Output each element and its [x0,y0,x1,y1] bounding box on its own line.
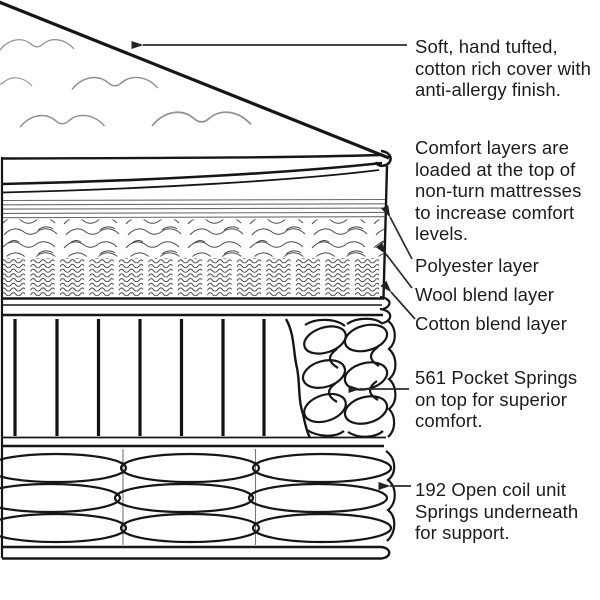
comfort-layers [2,165,392,325]
cover-band-bottom-line [1,161,383,186]
mattress-top-cover [0,0,392,194]
leader-arrow-polyester [381,204,413,260]
label-line: to increase comfort [415,201,575,223]
label-cotton: Cotton blend layer [415,313,567,335]
piping-bump-2 [379,307,392,325]
cover-band-second-line [1,169,380,194]
leader-lines [131,41,416,490]
label-cover: Soft, hand tufted, cotton rich cover wit… [415,36,591,101]
bottom-border-band [2,545,391,560]
tuft-icon [19,114,106,128]
label-line: for support. [415,522,510,543]
tuft-icon [71,76,159,90]
label-line: Polyester layer [415,255,539,276]
comfort-right-edge [382,165,389,299]
tuft-icon [151,111,252,127]
label-line: cotton rich cover with [415,57,591,79]
label-comfort-layers: Comfort layers are loaded at the top of … [415,137,581,245]
label-line: comfort. [415,410,483,431]
label-wool: Wool blend layer [415,284,554,306]
label-line: Comfort layers are [415,137,569,158]
cover-band-top-line [1,153,381,160]
pocket-coils-cutaway [301,317,389,438]
label-line: loaded at the top of [415,158,576,180]
tuft-icon [0,39,75,51]
polyester-layer-lines [2,198,386,219]
label-line: Cotton blend layer [415,313,567,334]
open-coil-layer [0,449,396,560]
leader-arrow-wool [375,242,413,289]
label-line: Soft, hand tufted, [415,36,558,57]
cutaway-edge [284,318,312,439]
tuft-marks [0,39,252,128]
coil-right-silhouette [385,450,396,542]
label-line: Wool blend layer [415,284,555,305]
label-polyester: Polyester layer [415,255,539,277]
pocket-right-silhouette [386,319,397,438]
pocket-walls [13,319,266,436]
tuft-icon [0,77,33,87]
pocket-springs-layer [2,317,397,448]
coil-unit-separators [122,449,257,545]
cotton-blend-texture [3,258,384,296]
label-line: on top for superior [415,388,568,410]
open-coils [0,452,392,544]
label-line: 192 Open coil unit [415,479,566,500]
wool-blend-texture [3,219,384,257]
label-pocket-springs: 561 Pocket Springs on top for superior c… [415,367,577,432]
cover-top-edge [0,0,390,160]
label-line: 561 Pocket Springs [415,367,578,388]
label-line: Springs underneath [415,500,579,522]
label-open-coil: 192 Open coil unit Springs underneath fo… [415,479,578,544]
label-line: non-turn mattresses [415,180,582,201]
piping-bump-1 [379,295,391,311]
label-line: levels. [415,223,469,244]
label-line: anti-allergy finish. [415,79,561,100]
leader-arrow-cotton [380,280,416,320]
